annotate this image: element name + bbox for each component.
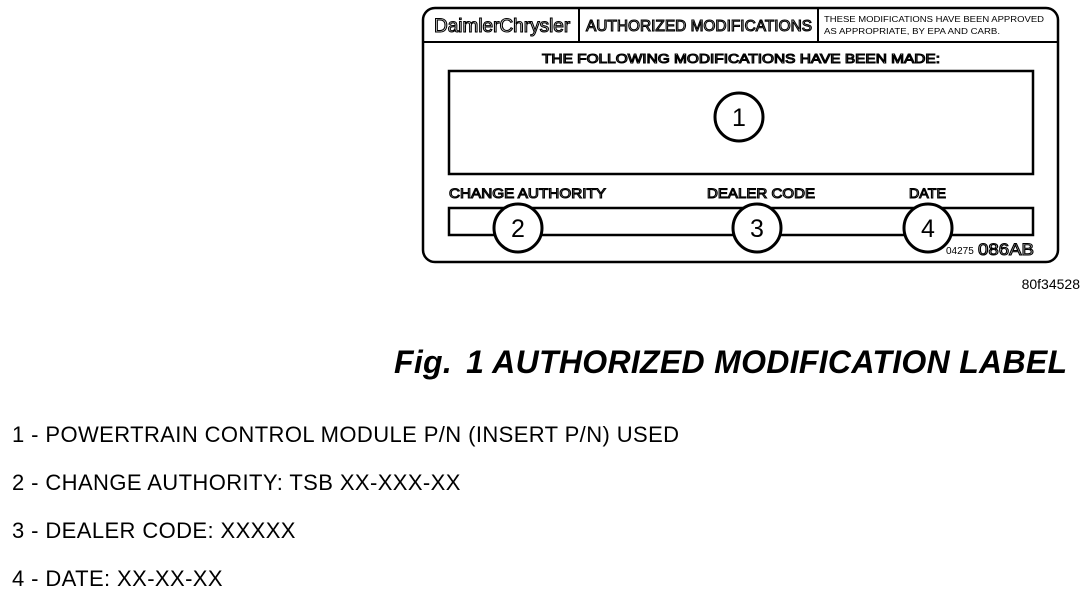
brand-text: DaimlerChrysler <box>434 16 571 37</box>
header-title: AUTHORIZED MODIFICATIONS <box>586 18 812 35</box>
callout-3-number: 3 <box>750 215 764 243</box>
figure-caption: Fig. 1 AUTHORIZED MODIFICATION LABEL <box>394 344 1067 381</box>
callout-1-circle <box>713 91 765 143</box>
callout-legend: 1 - POWERTRAIN CONTROL MODULE P/N (INSER… <box>12 420 679 612</box>
callout-4-circle <box>902 202 954 254</box>
legend-item-2: 2 - CHANGE AUTHORITY: TSB XX-XXX-XX <box>12 470 461 495</box>
date-label: DATE <box>909 185 946 201</box>
callout-4-number: 4 <box>921 215 935 243</box>
dealer-code-label: DEALER CODE <box>707 185 815 201</box>
modifications-box <box>447 69 1035 176</box>
callout-2-number: 2 <box>511 215 525 243</box>
callout-1: 1 <box>713 91 765 143</box>
label-outline <box>421 6 1060 264</box>
instruction-text: THE FOLLOWING MODIFICATIONS HAVE BEEN MA… <box>542 51 940 66</box>
callout-1-number: 1 <box>732 104 746 132</box>
legend-item-3: 3 - DEALER CODE: XXXXX <box>12 518 296 543</box>
figure-caption-text: 1 AUTHORIZED MODIFICATION LABEL <box>466 344 1068 380</box>
callout-2: 2 <box>492 202 544 254</box>
part-number-prefix: 04275 <box>946 246 974 257</box>
legend-item-4: 4 - DATE: XX-XX-XX <box>12 566 223 591</box>
legend-item-1: 1 - POWERTRAIN CONTROL MODULE P/N (INSER… <box>12 422 680 447</box>
callout-3-circle <box>731 202 783 254</box>
approval-line-1: THESE MODIFICATIONS HAVE BEEN APPROVED <box>824 15 1044 24</box>
callout-3: 3 <box>731 202 783 254</box>
callout-2-circle <box>492 202 544 254</box>
figure-caption-fig: Fig. <box>394 344 453 380</box>
image-code: 80f34528 <box>1022 276 1081 292</box>
authorized-modification-label-diagram: DaimlerChrysler AUTHORIZED MODIFICATIONS… <box>421 6 1081 292</box>
approval-line-2: AS APPROPRIATE, BY EPA AND CARB. <box>824 27 1000 36</box>
callout-4: 4 <box>902 202 954 254</box>
part-number-suffix: 086AB <box>978 240 1034 259</box>
change-authority-label: CHANGE AUTHORITY <box>449 185 607 201</box>
